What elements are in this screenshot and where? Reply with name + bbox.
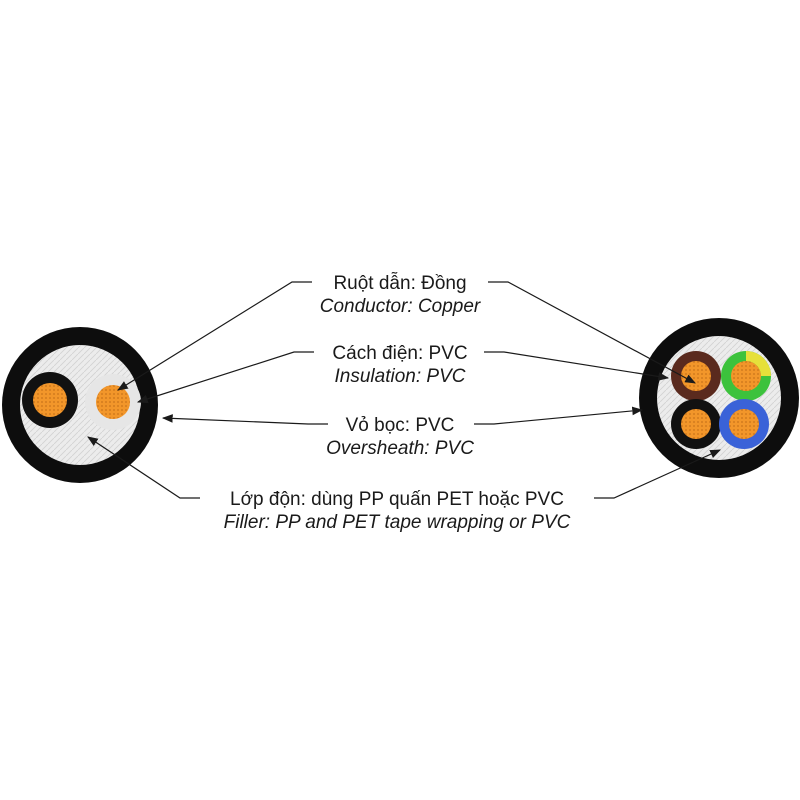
leader-lines (87, 281, 721, 499)
filler-label-vn: Lớp độn: dùng PP quấn PET hoặc PVC (230, 489, 564, 510)
left-core-black (22, 372, 78, 428)
filler-label-en: Filler: PP and PET tape wrapping or PVC (224, 512, 571, 533)
oversheath-label-vn: Vỏ bọc: PVC (346, 415, 455, 436)
conductor-label-en: Conductor: Copper (320, 296, 481, 317)
right-core-black (671, 399, 721, 449)
oversheath-leader-right (474, 406, 644, 425)
insulation-label-en: Insulation: PVC (335, 366, 466, 387)
insulation-label-vn: Cách điện: PVC (332, 343, 467, 364)
conductor-leader-right (488, 281, 696, 384)
right-filler (657, 336, 781, 460)
oversheath-label-en: Oversheath: PVC (326, 438, 474, 459)
right-core-blue (719, 399, 769, 449)
conductor-label-vn: Ruột dẫn: Đồng (333, 272, 466, 294)
insulation-leader-right (484, 351, 670, 381)
four-core-cable (639, 318, 799, 478)
filler-leader-right (594, 449, 721, 499)
conductor-leader-left (117, 281, 312, 391)
right-core-green-yellow (721, 351, 771, 401)
labels: Ruột dẫn: Đồng Conductor: Copper Cách đi… (224, 272, 571, 533)
right-core-brown (671, 351, 721, 401)
two-core-cable (2, 327, 158, 483)
oversheath-leader-left (161, 414, 328, 425)
left-core-white (85, 374, 141, 430)
insulation-leader-left (136, 351, 314, 404)
filler-leader-left (87, 436, 200, 499)
